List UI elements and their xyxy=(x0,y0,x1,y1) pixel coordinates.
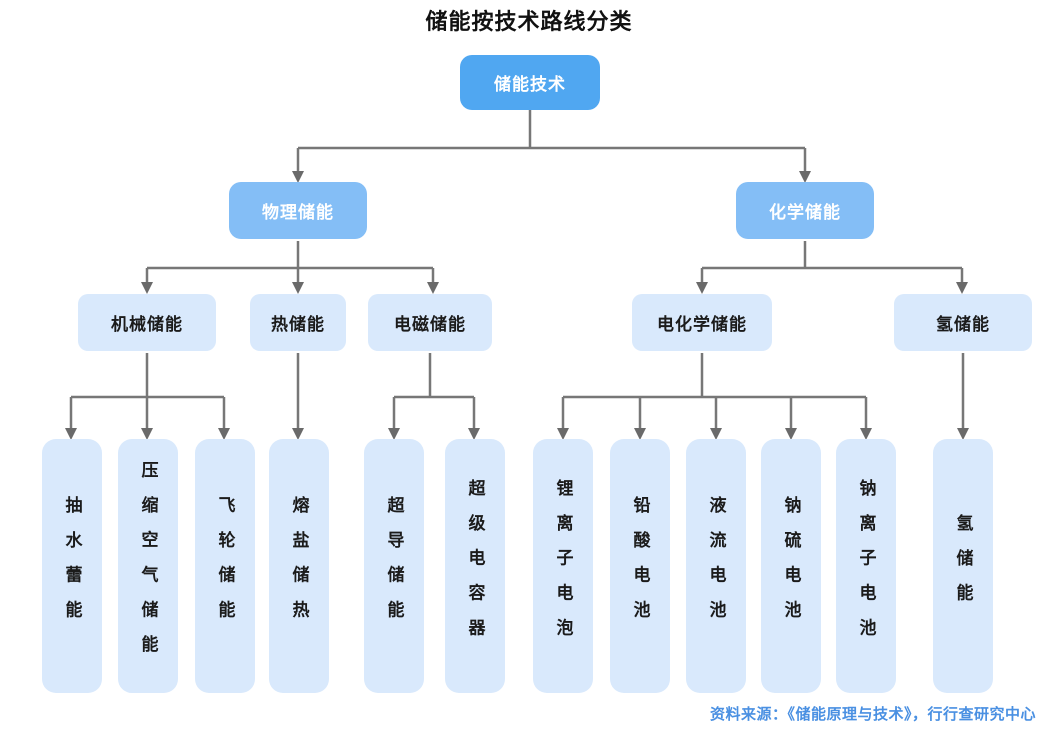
node-label: 化学储能 xyxy=(769,203,841,222)
node-branch-physical-storage: 物理储能 xyxy=(229,182,367,239)
node-label: 铅酸电池 xyxy=(630,496,650,636)
diagram-title: 储能按技术路线分类 xyxy=(425,9,633,34)
node-label: 氢储能 xyxy=(936,315,990,334)
node-label: 压缩空气储能 xyxy=(138,461,158,671)
node-label: 飞轮储能 xyxy=(215,496,235,636)
node-leaf-superconducting: 超导储能 xyxy=(364,439,424,693)
node-leaf-supercapacitor: 超级电容器 xyxy=(445,439,505,693)
node-label: 物理储能 xyxy=(262,203,334,222)
node-label: 钠离子电池 xyxy=(856,478,876,654)
node-leaf-pumped-hydro: 抽水蕾能 xyxy=(42,439,102,693)
node-label: 锂离子电泡 xyxy=(553,478,573,654)
node-label: 储能技术 xyxy=(494,75,566,94)
node-label: 超导储能 xyxy=(384,496,404,636)
node-label: 熔盐储热 xyxy=(289,496,309,636)
source-note: 资料来源：《储能原理与技术》，行行查研究中心 xyxy=(709,706,1036,723)
node-label: 超级电容器 xyxy=(465,478,485,654)
node-leaf-sodium-sulfur: 钠硫电池 xyxy=(761,439,821,693)
node-label: 电化学储能 xyxy=(657,315,747,334)
node-label: 抽水蕾能 xyxy=(62,496,82,636)
node-category-mechanical: 机械储能 xyxy=(78,294,216,351)
node-label: 液流电池 xyxy=(706,496,726,636)
node-label: 机械储能 xyxy=(111,315,183,334)
node-label: 氢储能 xyxy=(953,513,973,619)
node-label: 热储能 xyxy=(271,315,325,334)
node-leaf-flow-battery: 液流电池 xyxy=(686,439,746,693)
node-label: 电磁储能 xyxy=(394,315,466,334)
node-leaf-lead-acid: 铅酸电池 xyxy=(610,439,670,693)
node-category-electrochemical: 电化学储能 xyxy=(632,294,772,351)
node-leaf-molten-salt: 熔盐储热 xyxy=(269,439,329,693)
node-leaf-sodium-ion: 钠离子电池 xyxy=(836,439,896,693)
node-leaf-flywheel: 飞轮储能 xyxy=(195,439,255,693)
node-leaf-hydrogen-storage: 氢储能 xyxy=(933,439,993,693)
node-leaf-lithium-ion: 锂离子电泡 xyxy=(533,439,593,693)
node-root-energy-storage-tech: 储能技术 xyxy=(460,55,600,110)
node-category-thermal: 热储能 xyxy=(250,294,346,351)
node-category-hydrogen: 氢储能 xyxy=(894,294,1032,351)
node-branch-chemical-storage: 化学储能 xyxy=(736,182,874,239)
node-leaf-compressed-air: 压缩空气储能 xyxy=(118,439,178,693)
node-label: 钠硫电池 xyxy=(781,496,801,636)
node-category-electromagnetic: 电磁储能 xyxy=(368,294,492,351)
